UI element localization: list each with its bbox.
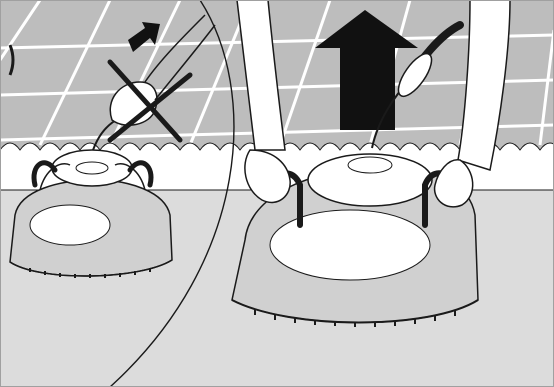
- correct-panel: [232, 0, 510, 327]
- pool-robot-left: [10, 150, 172, 278]
